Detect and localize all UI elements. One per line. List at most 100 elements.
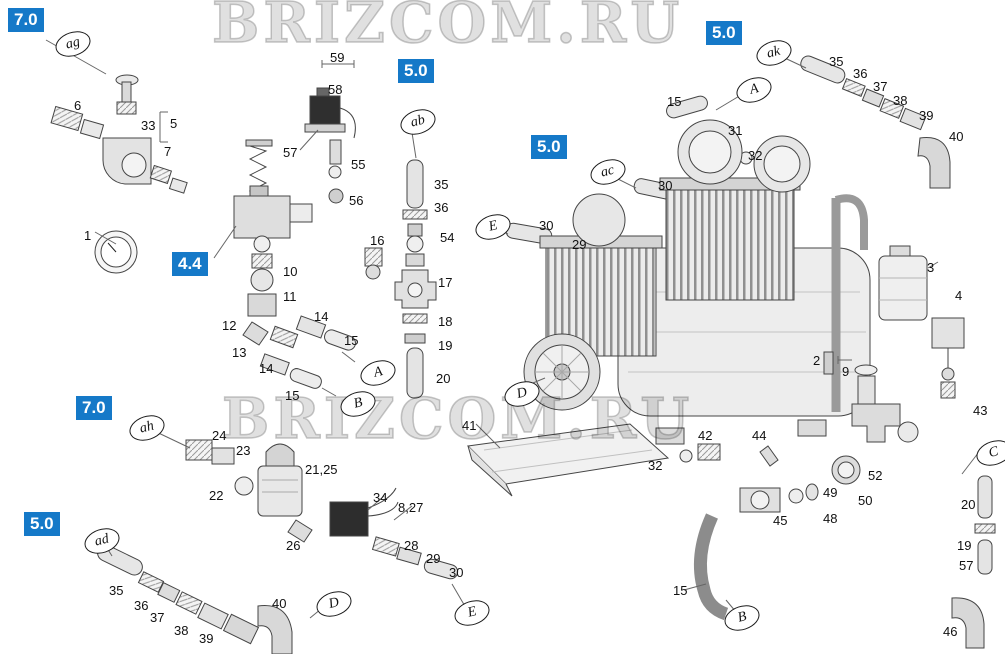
callout-label: ak <box>765 43 783 62</box>
part-number-label: 37 <box>873 79 888 94</box>
part-number-label: 32 <box>648 458 663 473</box>
part-number-label: 21,25 <box>305 462 338 477</box>
callout-label: E <box>486 218 499 235</box>
part-number-label: 1 <box>84 228 92 243</box>
part-number-label: 48 <box>823 511 838 526</box>
regulator-assembly <box>185 439 459 580</box>
part-number-label: 5 <box>170 116 178 131</box>
part-number-label: 29 <box>426 551 441 566</box>
part-number-label: 2 <box>813 353 821 368</box>
part-number-label: 23 <box>236 443 251 458</box>
part-number-label: 35 <box>109 583 124 598</box>
inlet-valve-assembly <box>50 74 188 274</box>
part-number-label: 19 <box>957 538 972 553</box>
part-number-label: 17 <box>438 275 453 290</box>
part-number-label: 32 <box>748 148 763 163</box>
elbow-fitting <box>951 597 985 649</box>
part-number-label: 7 <box>164 144 172 159</box>
part-number-label: 33 <box>141 118 156 133</box>
callout-label: B <box>735 609 748 626</box>
part-number-label: 37 <box>150 610 165 625</box>
part-number-label: 42 <box>698 428 713 443</box>
part-number-label: 39 <box>199 631 214 646</box>
part-number-label: 55 <box>351 157 366 172</box>
part-number-label: 22 <box>209 488 224 503</box>
section-ref-badge[interactable]: 5.0 <box>398 59 434 83</box>
part-number-label: 36 <box>434 200 449 215</box>
part-number-label: 40 <box>272 596 287 611</box>
elbow-fitting <box>257 605 293 654</box>
hose-column <box>364 159 437 399</box>
part-number-label: 34 <box>373 490 388 505</box>
part-number-label: 52 <box>868 468 883 483</box>
elbow-fitting <box>917 137 951 189</box>
callout-label: D <box>515 385 529 403</box>
part-number-label: 4 <box>955 288 963 303</box>
part-number-label: 20 <box>961 497 976 512</box>
callout-label: ah <box>138 418 156 437</box>
part-number-label: 16 <box>370 233 385 248</box>
part-number-label: 38 <box>174 623 189 638</box>
part-number-label: 54 <box>440 230 455 245</box>
callout-label: E <box>465 604 478 621</box>
hose-chain-bottom-left <box>97 544 293 654</box>
callout-label: B <box>351 395 364 412</box>
outlet-fitting-chain <box>242 315 356 389</box>
outlet-hose <box>693 513 729 621</box>
callout-label: A <box>371 364 384 381</box>
section-ref-badge[interactable]: 7.0 <box>76 396 112 420</box>
part-number-label: 15 <box>673 583 688 598</box>
part-number-label: 15 <box>344 333 359 348</box>
part-number-label: 44 <box>752 428 767 443</box>
part-number-label: 10 <box>283 264 298 279</box>
part-number-label: 35 <box>434 177 449 192</box>
outlet-assembly-right <box>679 443 996 649</box>
callout-label: ad <box>93 531 111 550</box>
part-number-label: 39 <box>919 108 934 123</box>
part-number-label: 3 <box>927 260 935 275</box>
part-number-label: 26 <box>286 538 301 553</box>
relay-box <box>931 317 965 349</box>
part-number-label: 31 <box>728 123 743 138</box>
part-number-label: 38 <box>893 93 908 108</box>
pressure-switch-assembly <box>823 245 965 443</box>
part-number-label: 57 <box>959 558 974 573</box>
section-ref-badge[interactable]: 5.0 <box>531 135 567 159</box>
fitting-chain-top-right <box>800 55 951 189</box>
callout-label: A <box>747 81 760 98</box>
safety-valve-assembly <box>233 139 313 317</box>
part-number-label: 30 <box>449 565 464 580</box>
part-number-label: 50 <box>858 493 873 508</box>
part-number-label: 6 <box>74 98 82 113</box>
part-number-label: 13 <box>232 345 247 360</box>
section-ref-badge[interactable]: 5.0 <box>706 21 742 45</box>
part-number-label: 40 <box>949 129 964 144</box>
callout-label: ag <box>64 34 82 53</box>
base-tray <box>466 423 670 497</box>
part-number-label: 24 <box>212 428 227 443</box>
part-number-label: 29 <box>572 237 587 252</box>
callout-label: ac <box>599 162 617 181</box>
callout-label: ab <box>409 112 427 131</box>
section-ref-badge[interactable]: 5.0 <box>24 512 60 536</box>
part-number-label: 9 <box>842 364 850 379</box>
part-number-label: 12 <box>222 318 237 333</box>
compressor-assembly <box>523 119 871 445</box>
part-number-label: 14 <box>259 361 274 376</box>
callout-label: C <box>987 444 1001 461</box>
part-number-label: 36 <box>853 66 868 81</box>
part-number-label: 11 <box>283 289 297 304</box>
part-number-label: 15 <box>285 388 300 403</box>
part-number-label: 58 <box>328 82 343 97</box>
section-ref-badge[interactable]: 4.4 <box>172 252 208 276</box>
part-number-label: 59 <box>330 50 345 65</box>
callout-label: D <box>327 595 341 613</box>
section-ref-badge[interactable]: 7.0 <box>8 8 44 32</box>
part-number-label: 43 <box>973 403 988 418</box>
pressure-regulator <box>257 465 303 517</box>
part-number-label: 46 <box>943 624 958 639</box>
